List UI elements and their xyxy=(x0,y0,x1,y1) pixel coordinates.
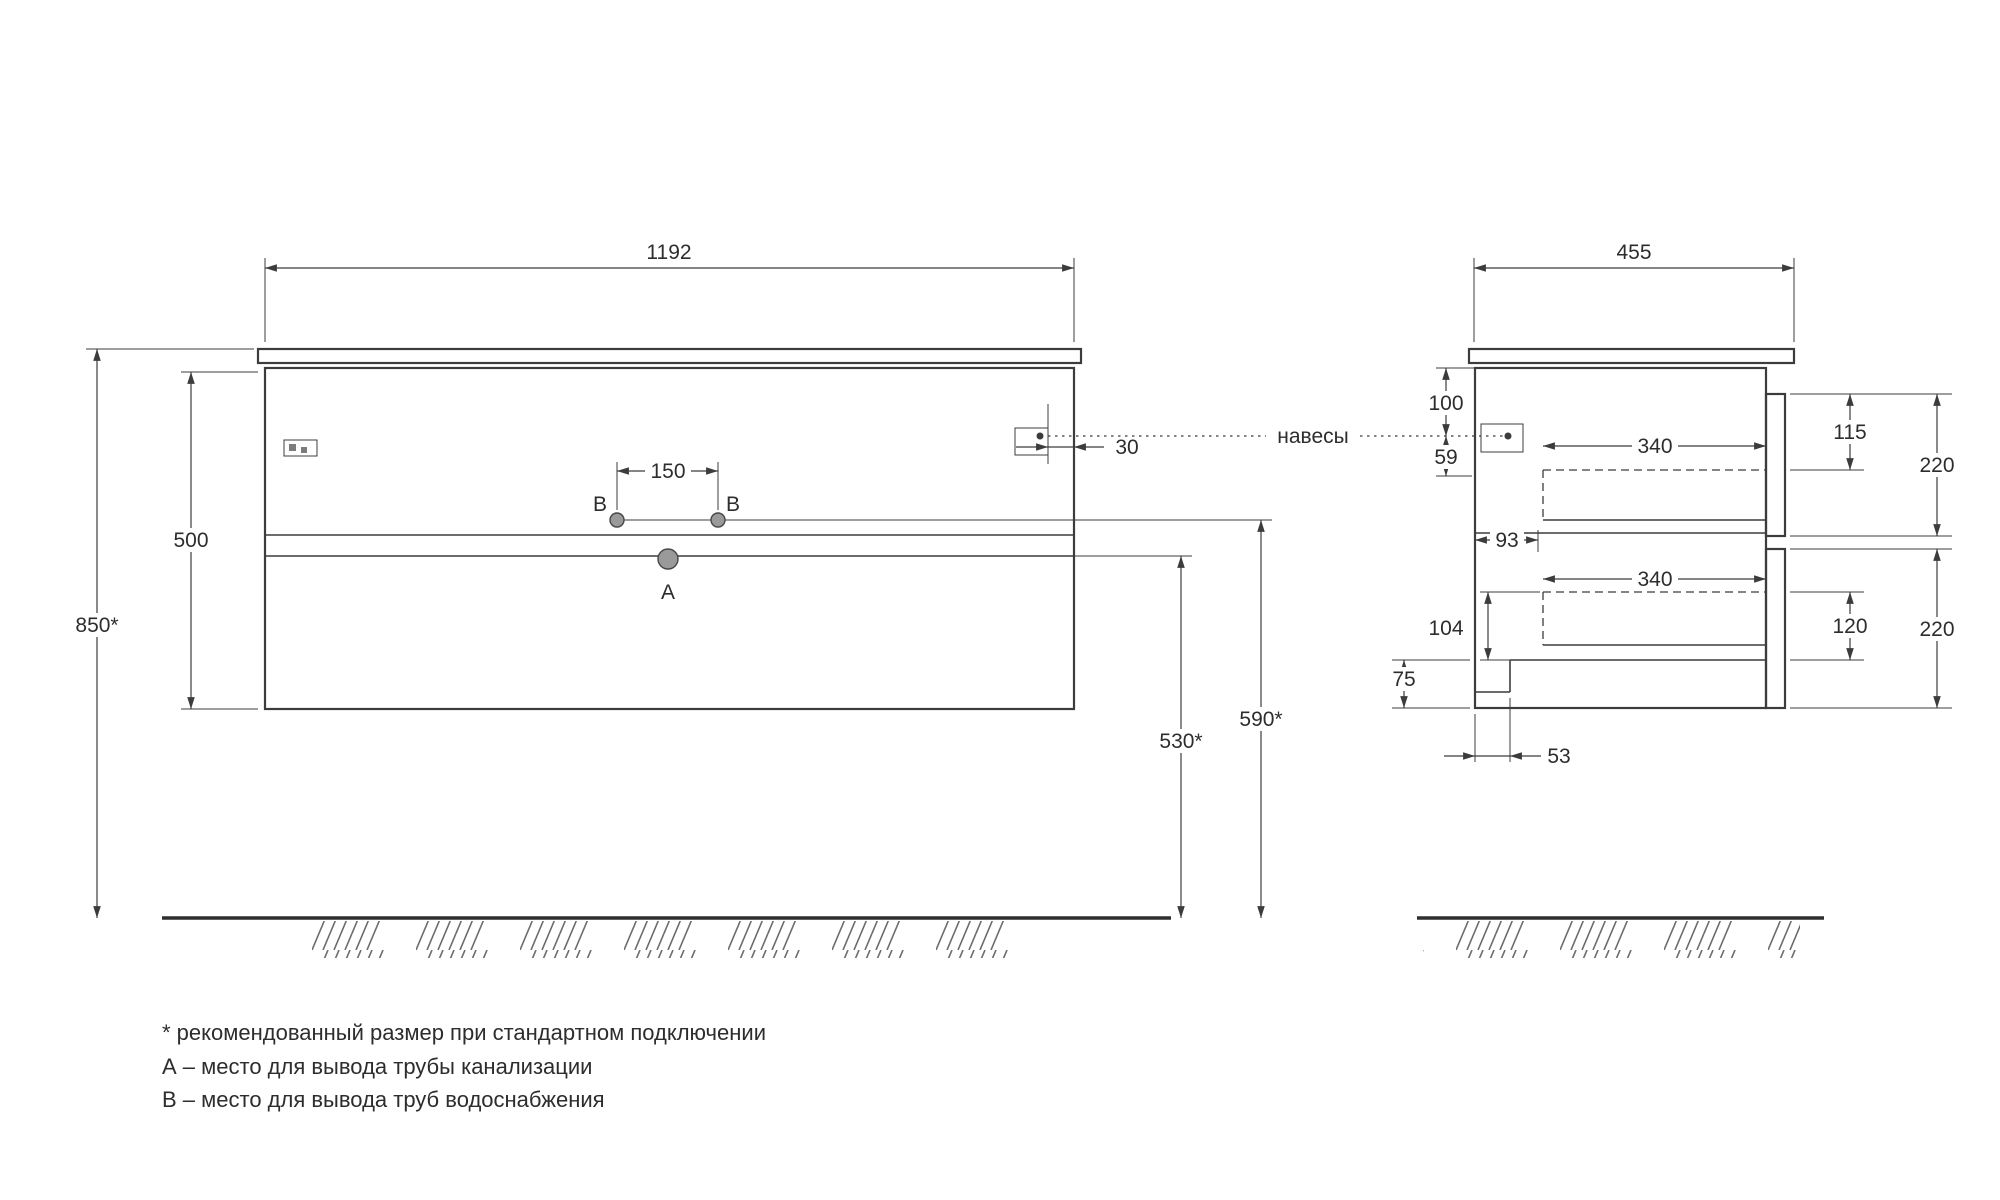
dim-front-inner-upper-label: 115 xyxy=(1833,421,1866,444)
legend-note-recommended: * рекомендованный размер при стандартном… xyxy=(162,1020,766,1045)
dim-width-label: 1192 xyxy=(646,241,691,264)
side-drawer-front-upper xyxy=(1764,392,1787,538)
point-b-left-label: B xyxy=(593,493,607,516)
dim-width-1192: 1192 xyxy=(264,241,1075,342)
label-backplate xyxy=(1632,434,1678,458)
dim-front-height-lower-label: 220 xyxy=(1919,618,1954,641)
dim-front-height-upper-label: 220 xyxy=(1919,454,1954,477)
front-view: B B A xyxy=(256,347,1272,711)
dim-drawer-depth-upper-label: 340 xyxy=(1637,435,1672,458)
floor xyxy=(162,916,1824,958)
front-hanger-right xyxy=(1014,427,1049,456)
dim-top-to-hanger-100: 100 xyxy=(1423,367,1477,436)
label-backplate xyxy=(1915,453,1959,477)
front-hanger-left xyxy=(283,439,318,457)
floor-hatching-right xyxy=(1423,921,1800,958)
label-backplate xyxy=(1429,445,1463,469)
dim-drawer-depth-lower-label: 340 xyxy=(1637,568,1672,591)
dim-hanger-to-drawer-label: 59 xyxy=(1434,446,1457,469)
legend-note-b: В – место для вывода труб водоснабжения xyxy=(162,1087,605,1112)
dim-hanger-offset-30: 30 xyxy=(1016,404,1139,464)
label-backplate xyxy=(1490,528,1524,552)
label-backplate xyxy=(645,459,691,483)
label-backplate xyxy=(1233,707,1289,731)
dim-back-clearance-93: 93 xyxy=(1475,528,1539,552)
dim-front-inner-lower-label: 120 xyxy=(1832,615,1867,638)
dim-drawer-depth-upper-340: 340 xyxy=(1543,434,1766,458)
label-backplate xyxy=(1153,729,1209,753)
dim-body-height-500: 500 xyxy=(168,371,258,710)
label-backplate xyxy=(168,528,214,552)
point-a-label: A xyxy=(661,581,675,604)
dim-drawer-depth-lower-340: 340 xyxy=(1543,567,1766,591)
dim-plinth-height-label: 75 xyxy=(1392,668,1415,691)
label-backplate xyxy=(1828,614,1872,638)
legend: * рекомендованный размер при стандартном… xyxy=(162,1020,766,1112)
side-drawer-front-lower xyxy=(1764,547,1787,710)
point-b-right-label: B xyxy=(726,493,740,516)
dim-drain-height-530: 530* xyxy=(1153,556,1209,918)
label-backplate xyxy=(69,613,125,637)
dim-front-height-lower-220: 220 xyxy=(1915,549,1959,708)
dim-depth-455: 455 xyxy=(1473,241,1795,342)
hanger-plate xyxy=(1480,423,1524,453)
hangers-callout-label: навесы xyxy=(1277,425,1348,448)
hanger-hole xyxy=(301,447,307,453)
hanger-plate xyxy=(1014,427,1049,456)
dim-outlet-spacing-150: 150 xyxy=(616,459,719,510)
side-hanger-fitting xyxy=(1480,423,1524,453)
label-backplate xyxy=(1386,667,1422,691)
dim-front-inner-lower-120: 120 xyxy=(1828,592,1872,660)
drain-outlet-point xyxy=(657,548,679,570)
hanger-screw xyxy=(1036,432,1044,440)
label-backplate xyxy=(1423,391,1469,415)
dim-front-height-upper-220: 220 xyxy=(1915,394,1959,536)
front-cabinet-body xyxy=(263,366,1076,711)
dim-back-clearance-label: 93 xyxy=(1495,529,1518,552)
dim-back-notch-label: 53 xyxy=(1547,745,1570,768)
dim-drain-height-label: 530* xyxy=(1159,730,1202,753)
front-countertop xyxy=(256,347,1083,365)
label-backplate xyxy=(1915,617,1959,641)
water-outlet-point-left xyxy=(609,512,625,528)
dim-install-height-label: 850* xyxy=(75,614,118,637)
dim-install-height-850: 850* xyxy=(69,348,254,918)
dim-hanger-offset-label: 30 xyxy=(1115,436,1138,459)
dim-water-height-label: 590* xyxy=(1239,708,1282,731)
dim-hanger-to-drawer-59: 59 xyxy=(1429,436,1472,477)
floor-hatching-left xyxy=(304,921,1016,958)
hanger-screw xyxy=(1504,432,1512,440)
label-backplate xyxy=(1632,567,1678,591)
dim-front-inner-upper-115: 115 xyxy=(1828,394,1872,470)
dim-body-height-label: 500 xyxy=(173,529,208,552)
side-countertop xyxy=(1467,347,1796,365)
legend-note-a: А – место для вывода трубы канализации xyxy=(162,1054,592,1079)
dim-back-notch-53: 53 xyxy=(1444,698,1571,768)
water-outlet-point-right xyxy=(710,512,726,528)
hanger-hole xyxy=(289,444,296,451)
dim-plinth-height-75: 75 xyxy=(1386,659,1470,709)
dim-depth-label: 455 xyxy=(1616,241,1651,264)
dim-top-to-hanger-label: 100 xyxy=(1428,392,1463,415)
label-backplate xyxy=(1828,420,1872,444)
dim-bottom-clearance-label: 104 xyxy=(1428,617,1463,640)
dim-outlet-spacing-label: 150 xyxy=(650,460,685,483)
hanger-plate xyxy=(283,439,318,457)
dim-water-height-590: 590* xyxy=(1233,520,1289,918)
dim-bottom-clearance-104: 104 xyxy=(1428,591,1540,661)
